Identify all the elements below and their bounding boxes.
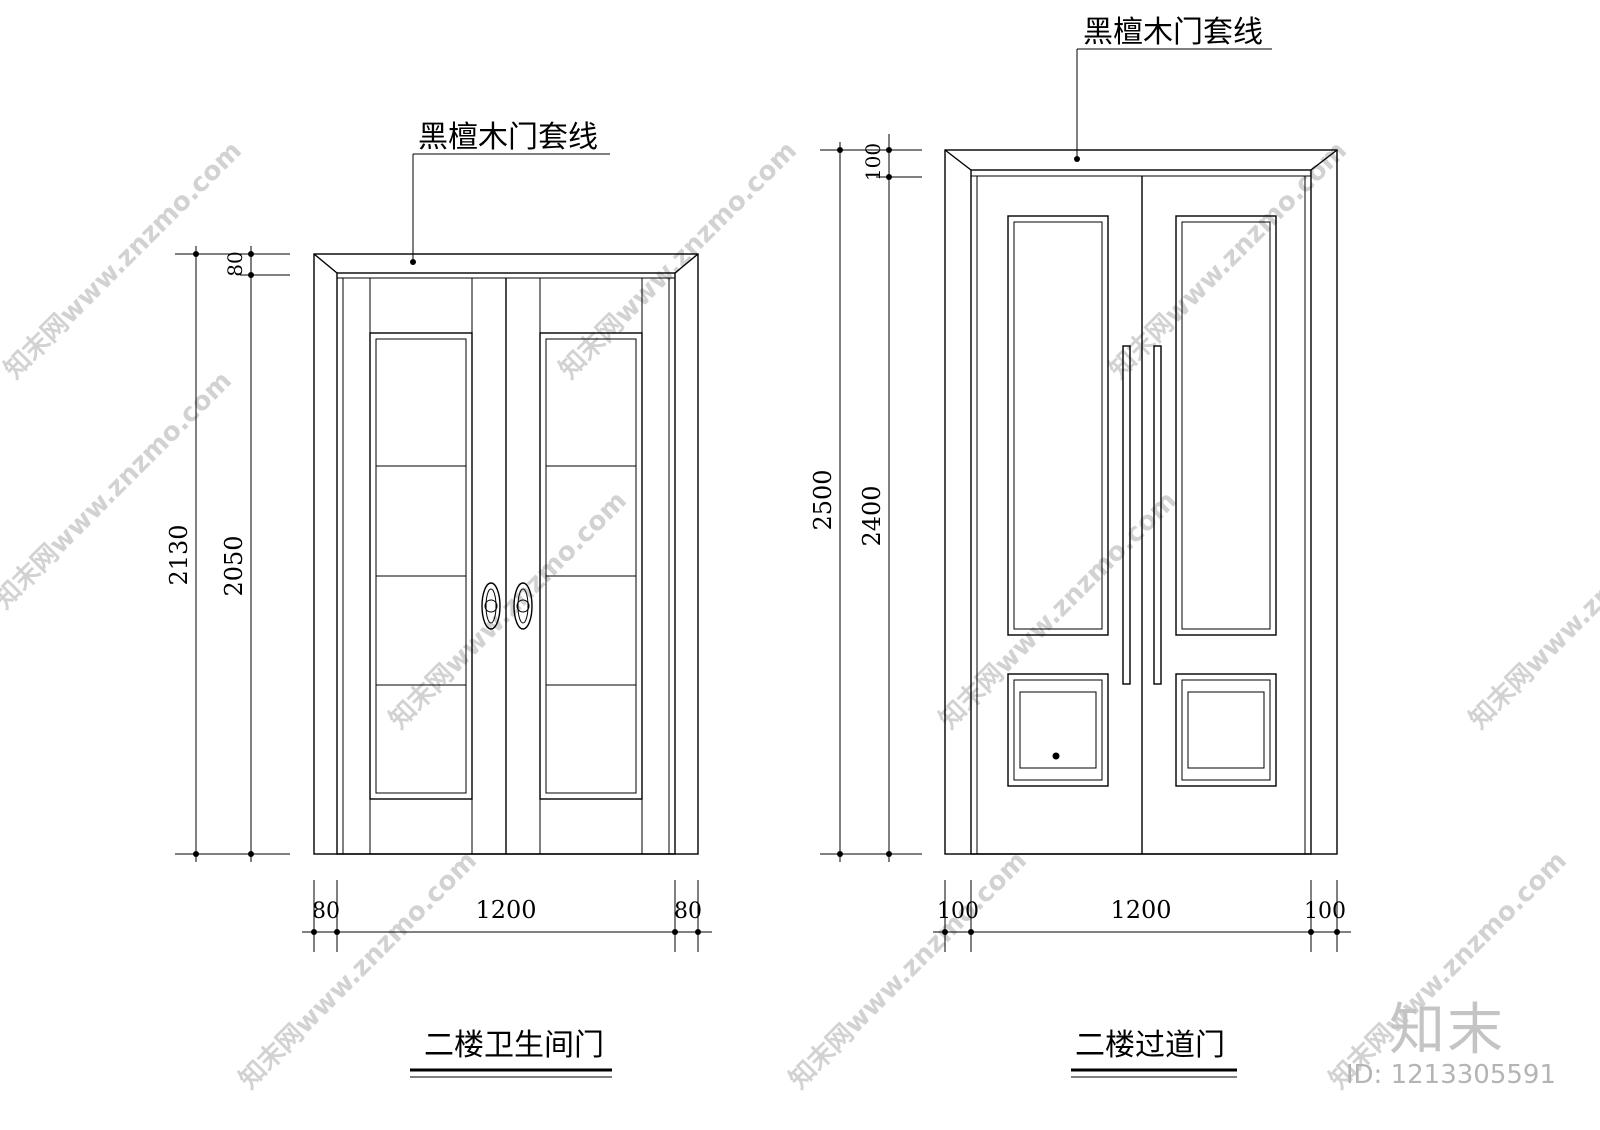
pull-handle-icon: [1122, 345, 1131, 685]
left-door-title-text: 二楼卫生间门: [424, 1028, 604, 1063]
right-door-frame: [944, 149, 1338, 855]
watermark-layer: 知末网www.znzmo.com 知末网www.znzmo.com 知末网www…: [0, 136, 1600, 1095]
right-door-upper-panel: [1007, 215, 1109, 636]
left-top-trim: 80: [223, 251, 247, 276]
id-label: ID: 1213305591: [1345, 1060, 1556, 1090]
right-top-trim: 100: [861, 143, 885, 181]
watermark-text: 知末网www.znzmo.com: [554, 136, 803, 385]
watermark-text: 知末网www.znzmo.com: [784, 846, 1033, 1095]
left-door-elevation: 黑檀木门套线 2130 2050 80: [165, 120, 712, 1078]
right-door-height: 2400: [858, 485, 886, 546]
right-trim-leader: 黑檀木门套线: [1074, 15, 1272, 162]
right-total-height: 2500: [809, 469, 837, 530]
right-left-trim: 100: [937, 899, 979, 924]
right-right-trim: 100: [1304, 899, 1346, 924]
right-door-upper-panel: [1175, 215, 1277, 636]
left-vertical-dimensions: 2130 2050 80: [165, 246, 290, 862]
door-handle-icon: [513, 582, 533, 630]
left-door-glass-panel: [369, 332, 473, 800]
watermark-text: 知末网www.znzmo.com: [0, 136, 248, 385]
right-width: 1200: [1110, 896, 1171, 924]
left-total-height: 2130: [165, 524, 193, 585]
watermark-text: 知末网www.znzmo.com: [1104, 136, 1353, 385]
right-vertical-dimensions: 2500 2400 100: [809, 134, 922, 862]
watermark-text: 知末网www.znzmo.com: [0, 366, 238, 615]
pull-handle-icon: [1153, 345, 1162, 685]
right-door-lower-panel: [1175, 673, 1277, 787]
left-trim-leader: 黑檀木门套线: [410, 120, 610, 265]
left-width: 1200: [475, 896, 536, 924]
watermark-text: 知末网www.znzmo.com: [384, 486, 633, 735]
left-horizontal-dimensions: 80 1200 80: [302, 880, 712, 952]
right-door-title-text: 二楼过道门: [1075, 1028, 1225, 1063]
left-door-glass-panel: [539, 332, 643, 800]
brand-watermark: 知末: [1389, 998, 1505, 1063]
left-right-trim: 80: [674, 899, 702, 924]
right-door-lower-panel: [1007, 673, 1109, 787]
left-left-trim: 80: [312, 899, 340, 924]
right-horizontal-dimensions: 100 1200 100: [933, 880, 1351, 952]
door-handle-icon: [481, 582, 501, 630]
right-trim-label: 黑檀木门套线: [1083, 15, 1263, 50]
left-trim-label: 黑檀木门套线: [418, 120, 598, 155]
right-door-title: 二楼过道门: [1071, 1028, 1237, 1078]
left-door-height: 2050: [220, 535, 248, 596]
watermark-text: 知末网www.znzmo.com: [1464, 486, 1600, 735]
left-door-title: 二楼卫生间门: [410, 1028, 612, 1078]
right-door-elevation: 黑檀木门套线 2500 2400 100: [809, 15, 1351, 1078]
left-door-leaves: [369, 278, 643, 854]
